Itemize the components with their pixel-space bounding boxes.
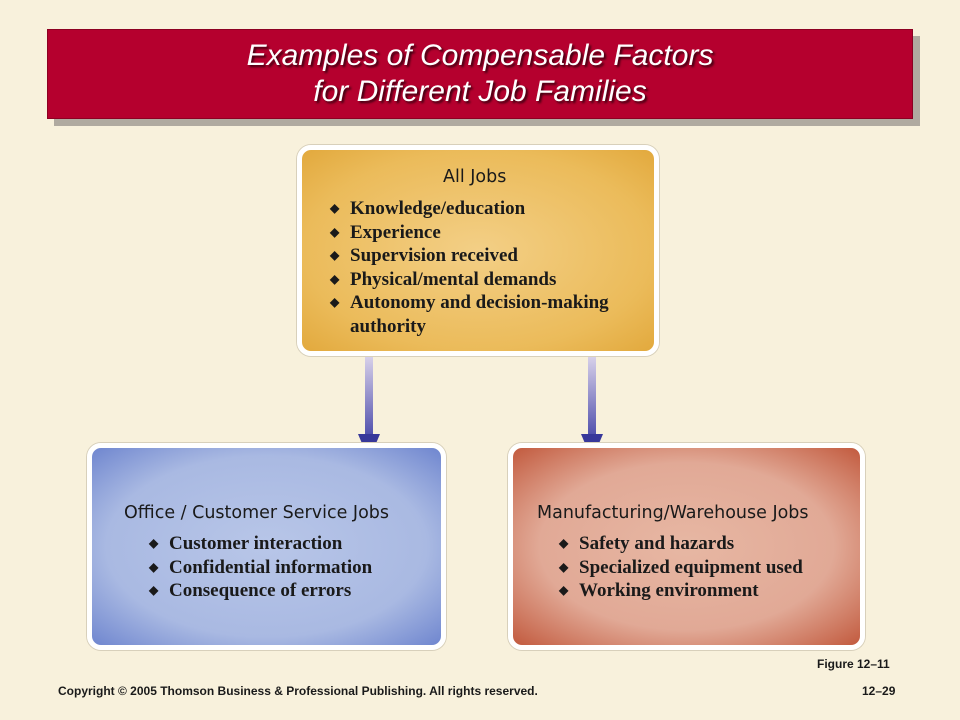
office-jobs-box: Office / Customer Service Jobs ◆Customer… [87,443,446,650]
diamond-bullet-icon: ◆ [149,536,159,550]
copyright-notice: Copyright © 2005 Thomson Business & Prof… [58,684,538,698]
list-item: ◆Safety and hazards [559,533,735,554]
diamond-bullet-icon: ◆ [559,583,569,597]
manufacturing-jobs-heading: Manufacturing/Warehouse Jobs [537,503,809,523]
figure-label: Figure 12–11 [817,657,890,671]
manufacturing-jobs-box: Manufacturing/Warehouse Jobs ◆Safety and… [508,443,865,650]
list-item: ◆Consequence of errors [149,580,352,601]
list-item: ◆Experience [330,221,441,243]
diamond-bullet-icon: ◆ [330,295,340,309]
office-jobs-heading: Office / Customer Service Jobs [124,503,390,523]
page-number: 12–29 [862,684,896,698]
diamond-bullet-icon: ◆ [330,201,340,215]
all-jobs-box: All Jobs ◆Knowledge/education ◆Experienc… [297,145,659,356]
diamond-bullet-icon: ◆ [330,248,340,262]
list-item: ◆Knowledge/education [330,198,526,219]
title-bar: Examples of Compensable Factors for Diff… [47,29,913,119]
office-jobs-list: ◆Customer interaction ◆Confidential info… [149,532,439,603]
list-item: ◆Autonomy and decision-making authority [330,292,609,337]
diamond-bullet-icon: ◆ [330,224,340,239]
title-line-2: for Different Job Families [313,75,647,108]
manufacturing-jobs-list: ◆Safety and hazards ◆Specialized equipme… [559,532,859,603]
list-item: ◆Specialized equipment used [559,556,803,578]
diamond-bullet-icon: ◆ [149,583,159,597]
all-jobs-list: ◆Knowledge/education ◆Experience ◆Superv… [330,197,630,338]
list-item: ◆Confidential information [149,556,373,578]
diamond-bullet-icon: ◆ [559,536,569,550]
diamond-bullet-icon: ◆ [330,271,340,286]
list-item: ◆Physical/mental demands [330,268,557,290]
list-item: ◆Working environment [559,580,759,601]
diamond-bullet-icon: ◆ [149,559,159,574]
all-jobs-heading: All Jobs [443,167,507,187]
diamond-bullet-icon: ◆ [559,559,569,574]
list-item: ◆Supervision received [330,245,519,266]
list-item: ◆Customer interaction [149,533,343,554]
title-line-1: Examples of Compensable Factors [246,39,714,72]
